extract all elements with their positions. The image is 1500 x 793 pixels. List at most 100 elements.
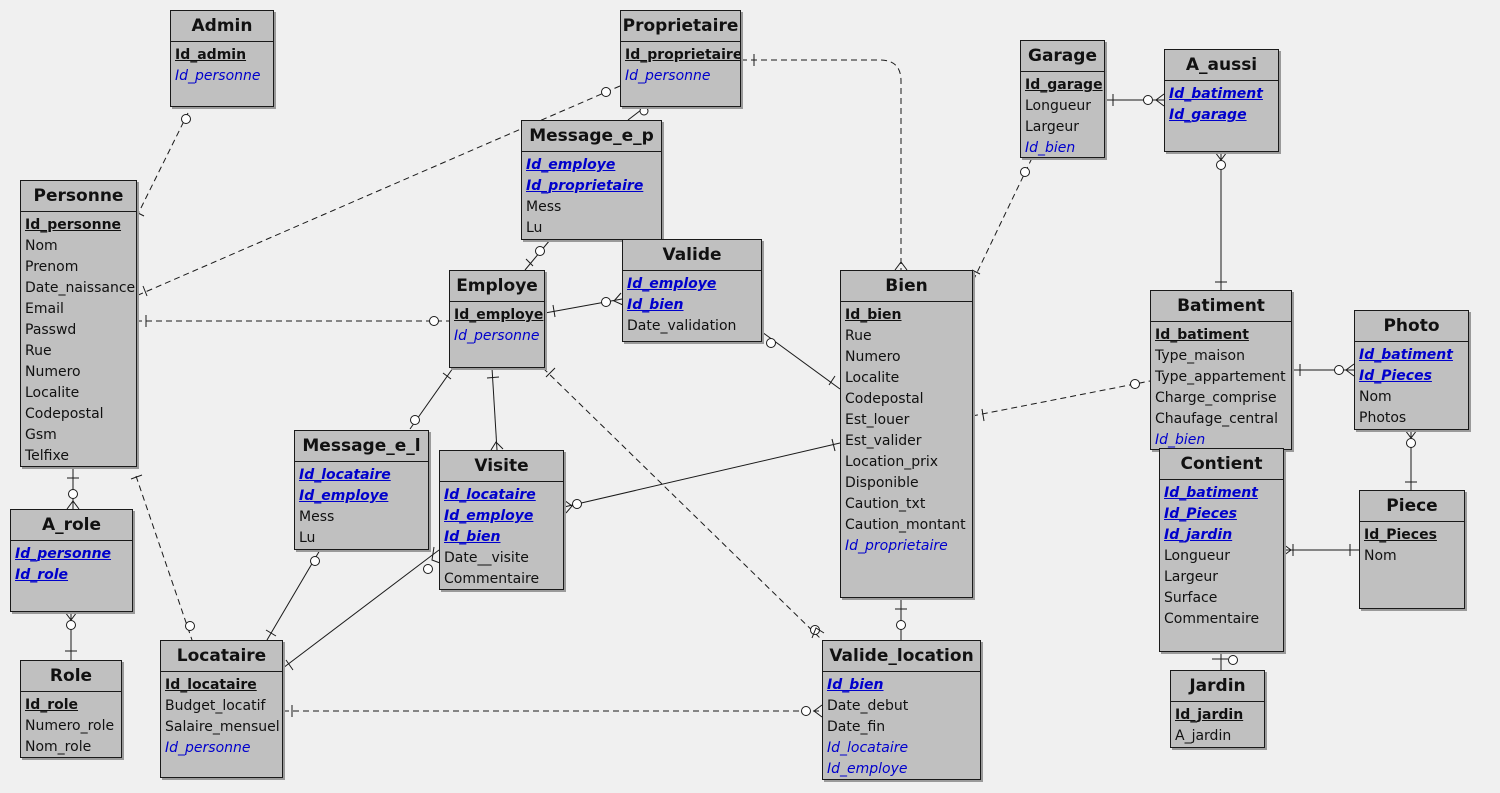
foreign-key-attribute: Id_locataire xyxy=(444,487,536,503)
attribute: Surface xyxy=(1164,590,1218,606)
foreign-key-attribute: Id_employe xyxy=(526,157,616,173)
marker-one xyxy=(442,372,452,380)
foreign-key-attribute: Id_employe xyxy=(299,488,389,504)
attribute: Nom_role xyxy=(25,739,92,755)
link-proprietaire-bien xyxy=(741,59,902,270)
attribute: Numero xyxy=(845,349,901,365)
marker-many xyxy=(490,441,504,451)
marker-optional-one xyxy=(1020,167,1030,177)
foreign-key-attribute: Id_locataire xyxy=(299,467,391,483)
attribute: Type_appartement xyxy=(1155,369,1286,385)
marker-many xyxy=(1282,543,1292,557)
marker-many xyxy=(563,499,573,514)
marker-one xyxy=(486,376,500,379)
marker-one xyxy=(265,629,277,637)
attribute: Chaufage_central xyxy=(1155,411,1279,427)
attribute: Budget_locatif xyxy=(165,698,266,714)
marker-one xyxy=(831,438,836,452)
foreign-key-attribute: Id_Pieces xyxy=(1164,506,1237,522)
attribute: Gsm xyxy=(25,427,57,443)
attribute: Prenom xyxy=(25,259,79,275)
marker-optional-one xyxy=(1130,379,1140,389)
primary-key-attribute: Id_jardin xyxy=(1175,707,1244,723)
marker-one xyxy=(130,474,143,480)
attribute: Caution_montant xyxy=(845,517,966,533)
primary-key-attribute: Id_proprietaire xyxy=(625,47,741,63)
primary-key-attribute: Id_bien xyxy=(845,307,902,323)
entity-title: A_aussi xyxy=(1165,50,1278,81)
attribute: Date__visite xyxy=(444,550,529,566)
marker-optional-one xyxy=(410,415,420,425)
attribute: Commentaire xyxy=(1164,611,1260,627)
attribute: Longueur xyxy=(1164,548,1230,564)
attribute: Photos xyxy=(1359,410,1407,426)
primary-key-attribute: Id_personne xyxy=(25,217,122,233)
foreign-key-attribute: Id_batiment xyxy=(1164,485,1258,501)
link-garage-bien xyxy=(971,157,1033,284)
entity-title: Message_e_p xyxy=(522,121,661,152)
foreign-key-attribute: Id_locataire xyxy=(827,740,909,756)
entity-title: Jardin xyxy=(1171,671,1264,702)
marker-optional-one xyxy=(310,556,320,566)
marker-many xyxy=(613,292,624,306)
entity-title: Personne xyxy=(21,181,136,212)
marker-many xyxy=(431,546,441,564)
entity-title: Bien xyxy=(841,271,972,302)
marker-optional-one xyxy=(1406,438,1416,448)
attribute: A_jardin xyxy=(1175,728,1232,744)
foreign-key-attribute: Id_personne xyxy=(625,68,711,84)
attribute: Longueur xyxy=(1025,98,1091,114)
primary-key-attribute: Id_admin xyxy=(175,47,247,63)
foreign-key-attribute: Id_personne xyxy=(454,328,540,344)
marker-optional-one xyxy=(639,106,649,116)
foreign-key-attribute: Id_batiment xyxy=(1359,347,1453,363)
foreign-key-attribute: Id_bien xyxy=(1155,432,1206,448)
attribute: Mess xyxy=(299,509,335,525)
foreign-key-attribute: Id_personne xyxy=(15,546,112,562)
marker-optional-one xyxy=(181,114,191,124)
entity-title: Locataire xyxy=(161,641,282,672)
attribute: Codepostal xyxy=(845,391,924,407)
attribute: Localite xyxy=(845,370,900,386)
entity-title: Photo xyxy=(1355,311,1468,342)
attribute: Nom xyxy=(1364,548,1397,564)
link-proprietaire-personne xyxy=(135,85,621,297)
link-admin-personne xyxy=(134,112,189,221)
attribute: Email xyxy=(25,301,64,317)
primary-key-attribute: Id_locataire xyxy=(165,677,257,693)
entity-title: Message_e_l xyxy=(295,431,428,462)
attribute: Rue xyxy=(845,328,872,344)
primary-key-attribute: Id_Pieces xyxy=(1364,527,1437,543)
marker-optional-one xyxy=(66,620,76,630)
marker-one xyxy=(142,285,148,297)
